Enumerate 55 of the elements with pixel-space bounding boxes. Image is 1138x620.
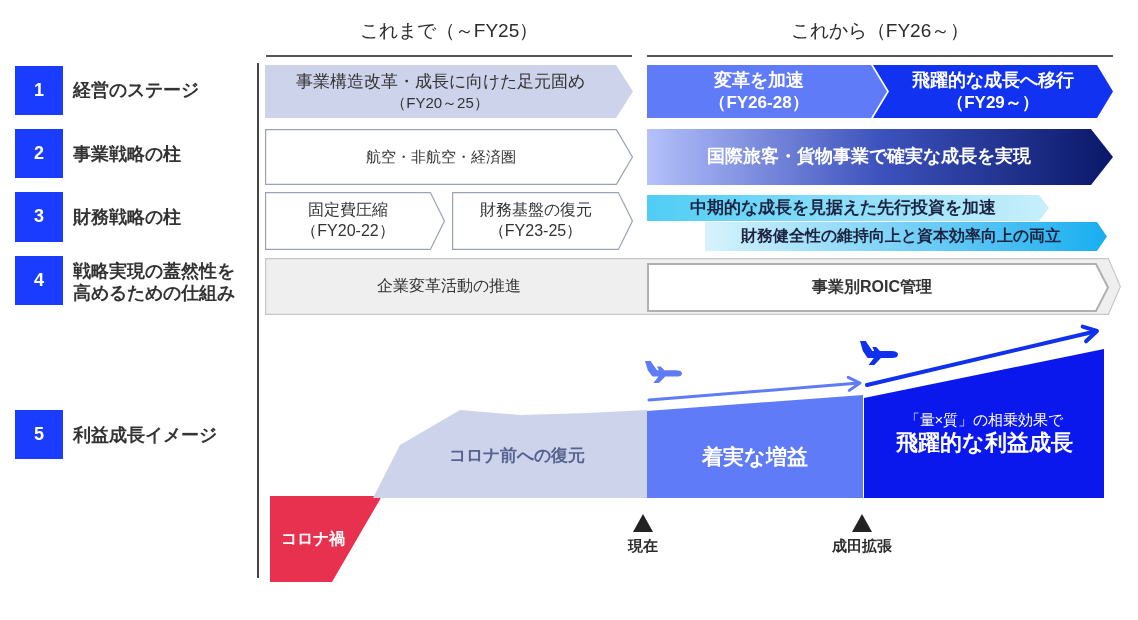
profit-area: [373, 410, 647, 498]
number-tile: [15, 256, 63, 305]
row-heading: 経営のステージ: [73, 78, 200, 102]
number-tile: [15, 192, 63, 242]
period-text: （FY26-28）: [709, 92, 809, 115]
stage-banner: [873, 65, 1113, 118]
profit-area: [864, 349, 1104, 498]
row-heading: 利益成長イメージ: [73, 423, 218, 447]
area-label: 着実な増益: [702, 444, 808, 471]
row-heading: 戦略実現の蓋然性を高めるための仕組み: [73, 259, 236, 305]
number-tile: [15, 129, 63, 178]
area-caption: 「量×質」の相乗効果で: [904, 409, 1064, 430]
finance-banner: [265, 192, 445, 250]
banner-text: 航空・非航空・経済圏: [366, 147, 516, 167]
stage-banner: [265, 65, 633, 118]
area-label: コロナ前への復元: [449, 444, 585, 467]
banner-text: 中期的な成長を見据えた先行投資を加速: [690, 196, 996, 219]
step-number: 4: [34, 268, 44, 292]
banner-text: 事業構造改革・成長に向けた足元固め: [295, 70, 585, 93]
profit-area: [647, 395, 863, 498]
number-tile: [15, 410, 63, 459]
row-heading: 事業戦略の柱: [73, 142, 182, 166]
column-heading: これまで（～FY25）: [358, 19, 540, 43]
banner-text: 飛躍的な成長へ移行: [912, 68, 1074, 92]
milestone-label: 現在: [626, 536, 659, 556]
banner-text: 財務健全性の維持向上と資本効率向上の両立: [741, 226, 1061, 247]
finance-banner: [705, 222, 1107, 251]
finance-banner: [452, 192, 633, 250]
banner-text: 変革を加速: [714, 68, 804, 92]
mechanism-banner: [647, 263, 1109, 312]
banner-text: 国際旅客・貨物事業で確実な成長を実現: [707, 145, 1031, 169]
banner-text: 事業別ROIC管理: [812, 277, 932, 298]
period-text: （FY20～25）: [391, 92, 489, 113]
banner-text: 財務基盤の復元: [479, 200, 592, 221]
period-text: （FY29～）: [947, 92, 1039, 115]
finance-banner: [647, 195, 1049, 221]
step-number: 5: [34, 422, 44, 446]
area-label: コロナ禍: [281, 528, 345, 549]
area-label: 飛躍的な利益成長: [895, 429, 1073, 458]
period-text: （FY20-22）: [301, 221, 395, 241]
mechanism-band: [265, 258, 1121, 315]
row-heading: 財務戦略の柱: [73, 205, 182, 229]
banner-text: 企業変革活動の推進: [377, 276, 521, 297]
strategy-banner: [265, 129, 633, 185]
number-tile: [15, 66, 63, 115]
step-number: 2: [34, 141, 44, 165]
step-number: 3: [34, 205, 44, 229]
milestone-label: 成田拡張: [831, 536, 893, 556]
profit-area: [270, 496, 382, 582]
period-text: （FY23-25）: [488, 221, 583, 241]
stage-banner: [647, 65, 887, 118]
strategy-banner: [647, 129, 1113, 185]
step-number: 1: [34, 78, 44, 102]
column-heading: これから（FY26～）: [789, 19, 971, 43]
banner-text: 固定費圧縮: [308, 200, 388, 221]
